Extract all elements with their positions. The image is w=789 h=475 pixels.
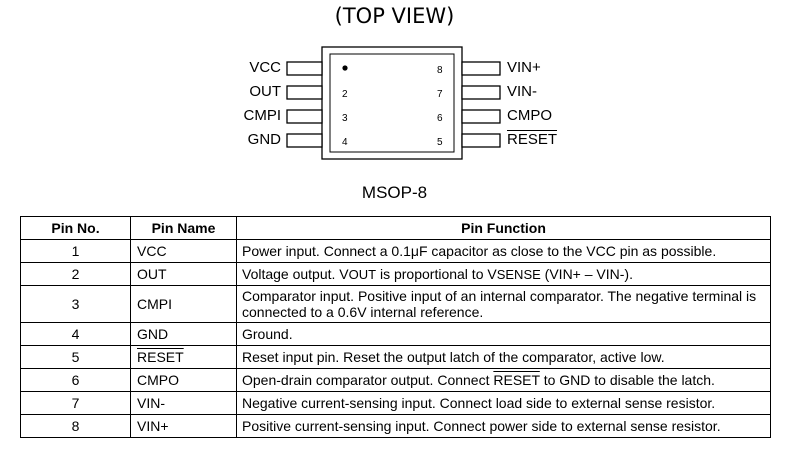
pin-label-out: OUT [249,83,281,100]
pin-no-cell: 4 [20,322,131,346]
table-row: 6 CMPO Open-drain comparator output. Con… [20,368,771,392]
vout-subscript-text: OUT [348,266,377,282]
pin-name-cell: OUT [130,262,237,286]
package-inner-outline [329,53,455,153]
pin-number-3: 3 [342,113,348,124]
header-pin-function: Pin Function [236,216,771,240]
pin-name-cell: CMPO [130,368,237,392]
pin-function-cell: Reset input pin. Reset the output latch … [236,345,771,369]
table-row: 3 CMPI Comparator input. Positive input … [20,285,771,323]
pin-no-cell: 8 [20,414,131,438]
left-pin-leads [286,61,323,148]
fn-text: is proportional to V [376,265,497,282]
pin-label-vin-plus: VIN+ [507,59,541,76]
pin-no-cell: 7 [20,391,131,415]
pin-label-cmpo: CMPO [507,107,552,124]
pin-number-8: 8 [437,65,443,76]
pin-function-cell: Voltage output. VOUT is proportional to … [236,262,771,286]
pin-number-5: 5 [437,137,443,148]
pin-function-cell: Power input. Connect a 0.1μF capacitor a… [236,239,771,263]
pin-function-cell: Open-drain comparator output. Connect RE… [236,368,771,392]
header-pin-no: Pin No. [20,216,131,240]
pin-name-cell: VIN+ [130,414,237,438]
fn-text: (VIN+ – VIN-). [540,265,633,282]
table-row: 2 OUT Voltage output. VOUT is proportion… [20,262,771,286]
table-row: 5 RESET Reset input pin. Reset the outpu… [20,345,771,369]
vsense-subscript-text: SENSE [496,266,541,282]
table-row: 1 VCC Power input. Connect a 0.1μF capac… [20,239,771,263]
fn-text: Voltage output. V [242,265,349,282]
pin-name-cell: VCC [130,239,237,263]
pin-label-vin-minus: VIN- [507,83,537,100]
fn-text: to GND to disable the latch. [539,372,715,388]
pin-function-cell: Comparator input. Positive input of an i… [236,285,771,323]
right-pin-leads [461,61,501,148]
pin-label-reset: RESET [507,131,558,148]
pin-name-cell: GND [130,322,237,346]
table-row: 7 VIN- Negative current-sensing input. C… [20,391,771,415]
fn-text: Open-drain comparator output. Connect [242,372,494,388]
pin-number-6: 6 [437,113,443,124]
pin-name-cell: VIN- [130,391,237,415]
pin1-indicator-dot [342,65,348,71]
pin-no-cell: 1 [20,239,131,263]
header-pin-name: Pin Name [130,216,237,240]
package-outline [321,46,463,160]
pin-label-gnd: GND [247,131,281,148]
pin-number-2: 2 [342,89,348,100]
pin-no-cell: 6 [20,368,131,392]
pin-name-cell: CMPI [130,285,237,323]
table-header-row: Pin No. Pin Name Pin Function [20,216,771,240]
pin-no-cell: 2 [20,262,131,286]
pin-no-cell: 5 [20,345,131,369]
view-title: (TOP VIEW) [334,4,455,28]
pin-label-cmpi: CMPI [243,107,282,124]
pin-function-cell: Negative current-sensing input. Connect … [236,391,771,415]
table-row: 8 VIN+ Positive current-sensing input. C… [20,414,771,438]
pin-no-cell: 3 [20,285,131,323]
pin-function-cell: Ground. [236,322,771,346]
pin-label-vcc: VCC [249,59,281,76]
package-diagram: 2 3 4 8 7 6 5 [286,46,501,160]
pin-function-table: Pin No. Pin Name Pin Function 1 VCC Powe… [20,216,771,438]
pin-number-4: 4 [342,137,348,148]
pin-function-cell: Positive current-sensing input. Connect … [236,414,771,438]
reset-overline-text: RESET [493,372,540,388]
table-row: 4 GND Ground. [20,322,771,346]
pin-number-7: 7 [437,89,443,100]
pin-name-cell: RESET [130,345,237,369]
package-name: MSOP-8 [361,183,428,202]
